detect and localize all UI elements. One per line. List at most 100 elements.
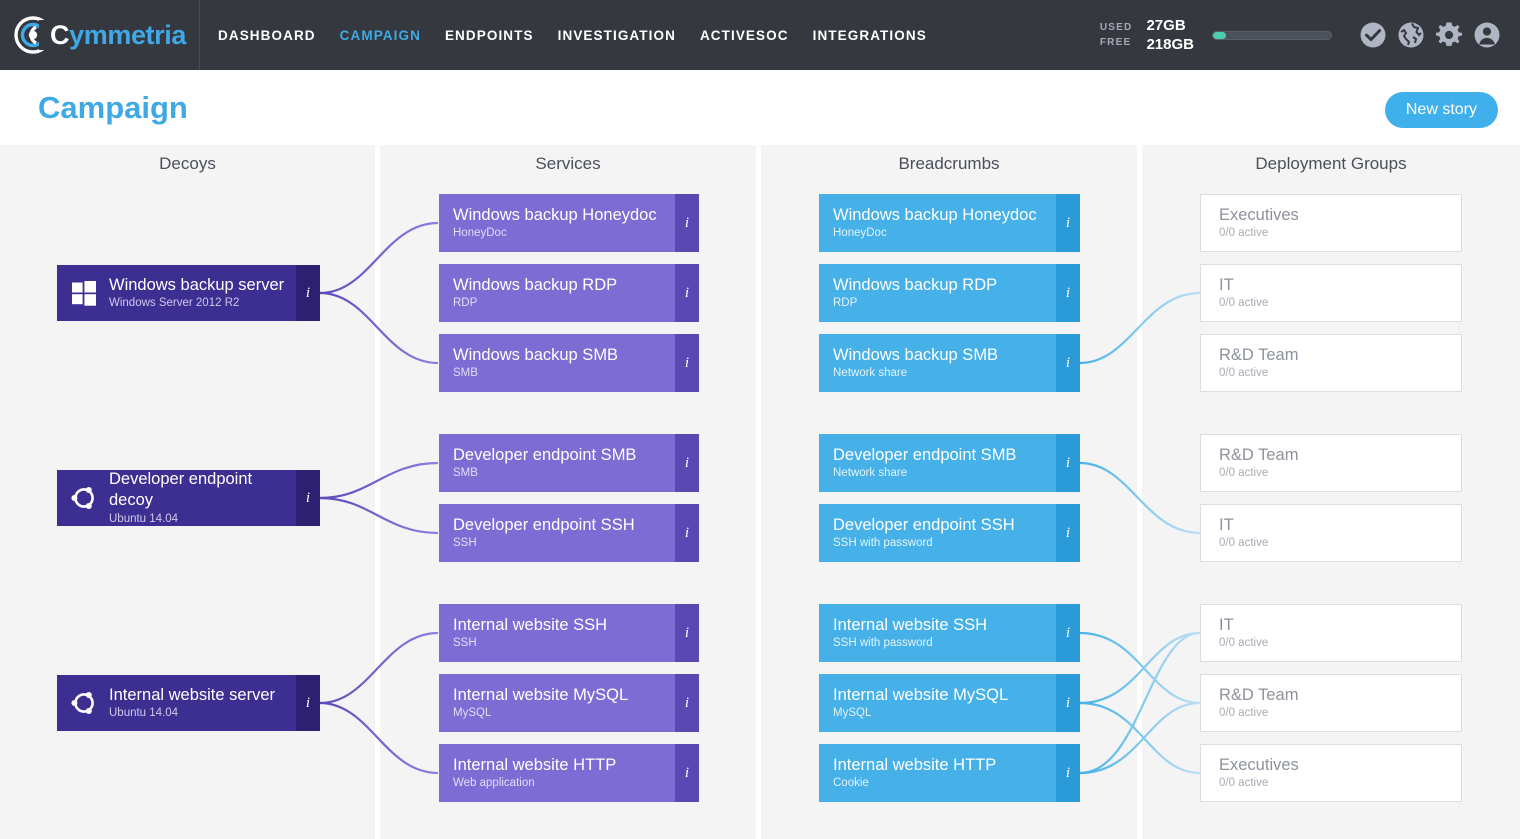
nav-item-investigation[interactable]: INVESTIGATION	[557, 27, 676, 43]
service-card-title: Windows backup RDP	[453, 275, 618, 294]
storage-used-label: USED	[1099, 22, 1133, 33]
deployment-group-card[interactable]: IT 0/0 active	[1200, 264, 1462, 322]
main-nav: DASHBOARD CAMPAIGN ENDPOINTS INVESTIGATI…	[218, 28, 927, 43]
service-card-title: Windows backup Honeydoc	[453, 205, 657, 224]
decoy-info-button[interactable]: i	[296, 470, 320, 526]
breadcrumb-info-button[interactable]: i	[1056, 604, 1080, 662]
deployment-group-body: R&D Team 0/0 active	[1201, 675, 1461, 731]
breadcrumb-card[interactable]: Internal website HTTP Cookie i	[819, 744, 1080, 802]
deployment-group-texts: IT 0/0 active	[1219, 615, 1268, 652]
decoy-card-title: Developer endpoint decoy	[109, 470, 253, 510]
decoy-info-button[interactable]: i	[296, 265, 320, 321]
decoy-card-subtitle: Windows Server 2012 R2	[109, 297, 240, 310]
breadcrumb-card[interactable]: Windows backup RDP RDP i	[819, 264, 1080, 322]
deployment-group-status: 0/0 active	[1219, 367, 1269, 380]
service-info-button[interactable]: i	[675, 264, 699, 322]
breadcrumb-card[interactable]: Windows backup Honeydoc HoneyDoc i	[819, 194, 1080, 252]
service-card-texts: Internal website HTTP Web application	[453, 755, 616, 792]
deployment-group-body: R&D Team 0/0 active	[1201, 435, 1461, 491]
deployment-group-card[interactable]: Executives 0/0 active	[1200, 194, 1462, 252]
deployment-group-card[interactable]: Executives 0/0 active	[1200, 744, 1462, 802]
nav-item-activesoc[interactable]: ACTIVESOC	[699, 27, 789, 43]
deployment-group-texts: IT 0/0 active	[1219, 515, 1268, 552]
breadcrumb-card-body: Internal website SSH SSH with password	[819, 604, 1056, 662]
decoy-card[interactable]: Internal website server Ubuntu 14.04 i	[57, 675, 320, 731]
globe-icon[interactable]	[1396, 20, 1426, 50]
gear-icon[interactable]	[1434, 20, 1464, 50]
breadcrumb-card-title: Windows backup SMB	[833, 345, 999, 364]
service-card[interactable]: Windows backup Honeydoc HoneyDoc i	[439, 194, 699, 252]
page-title-bar: Campaign	[0, 70, 1520, 145]
breadcrumb-info-button[interactable]: i	[1056, 264, 1080, 322]
breadcrumb-card-subtitle: Network share	[833, 467, 908, 480]
decoy-card-texts: Internal website server Ubuntu 14.04	[109, 685, 275, 722]
service-card-body: Developer endpoint SSH SSH	[439, 504, 675, 562]
breadcrumb-card[interactable]: Developer endpoint SSH SSH with password…	[819, 504, 1080, 562]
deployment-group-title: IT	[1219, 275, 1234, 294]
service-card[interactable]: Developer endpoint SSH SSH i	[439, 504, 699, 562]
breadcrumb-card-body: Windows backup Honeydoc HoneyDoc	[819, 194, 1056, 252]
service-card[interactable]: Windows backup SMB SMB i	[439, 334, 699, 392]
breadcrumb-card-texts: Internal website SSH SSH with password	[833, 615, 987, 652]
column-header-breadcrumbs: Breadcrumbs	[898, 154, 1000, 173]
deployment-group-card[interactable]: IT 0/0 active	[1200, 504, 1462, 562]
new-story-button[interactable]: New story	[1384, 92, 1498, 128]
deployment-group-card[interactable]: R&D Team 0/0 active	[1200, 334, 1462, 392]
service-card-texts: Developer endpoint SMB SMB	[453, 445, 636, 482]
deployment-group-card[interactable]: R&D Team 0/0 active	[1200, 434, 1462, 492]
decoy-card[interactable]: Developer endpoint decoy Ubuntu 14.04 i	[57, 470, 320, 526]
nav-item-endpoints[interactable]: ENDPOINTS	[444, 27, 534, 43]
top-navigation-bar: Cymmetria DASHBOARD CAMPAIGN ENDPOINTS I…	[0, 0, 1520, 70]
deployment-group-card[interactable]: IT 0/0 active	[1200, 604, 1462, 662]
service-card[interactable]: Developer endpoint SMB SMB i	[439, 434, 699, 492]
service-card-subtitle: HoneyDoc	[453, 227, 507, 240]
breadcrumb-info-button[interactable]: i	[1056, 334, 1080, 392]
service-card-texts: Internal website SSH SSH	[453, 615, 607, 652]
breadcrumb-card-texts: Developer endpoint SSH SSH with password	[833, 515, 1015, 552]
deployment-group-card[interactable]: R&D Team 0/0 active	[1200, 674, 1462, 732]
brand-name: Cymmetria	[50, 20, 186, 51]
breadcrumb-info-button[interactable]: i	[1056, 434, 1080, 492]
service-card[interactable]: Windows backup RDP RDP i	[439, 264, 699, 322]
deployment-group-title: Executives	[1219, 755, 1299, 774]
decoy-card-title: Internal website server	[109, 685, 275, 704]
nav-item-integrations[interactable]: INTEGRATIONS	[812, 27, 927, 43]
breadcrumb-card-subtitle: Cookie	[833, 777, 869, 790]
decoy-card[interactable]: Windows backup server Windows Server 201…	[57, 265, 320, 321]
service-card-body: Internal website SSH SSH	[439, 604, 675, 662]
deployment-group-title: R&D Team	[1219, 445, 1299, 464]
service-info-button[interactable]: i	[675, 334, 699, 392]
nav-item-dashboard[interactable]: DASHBOARD	[218, 27, 316, 43]
breadcrumb-info-button[interactable]: i	[1056, 194, 1080, 252]
decoy-card-body: Internal website server Ubuntu 14.04	[57, 675, 296, 731]
breadcrumb-info-button[interactable]: i	[1056, 674, 1080, 732]
nav-item-campaign[interactable]: CAMPAIGN	[339, 27, 421, 43]
breadcrumb-info-button[interactable]: i	[1056, 744, 1080, 802]
user-account-icon[interactable]	[1472, 20, 1502, 50]
service-card[interactable]: Internal website HTTP Web application i	[439, 744, 699, 802]
service-card[interactable]: Internal website SSH SSH i	[439, 604, 699, 662]
breadcrumb-card[interactable]: Developer endpoint SMB Network share i	[819, 434, 1080, 492]
campaign-board: Decoys Services Breadcrumbs Deployment G…	[0, 145, 1520, 839]
deployment-group-body: Executives 0/0 active	[1201, 745, 1461, 801]
service-info-button[interactable]: i	[675, 674, 699, 732]
service-info-button[interactable]: i	[675, 194, 699, 252]
brand-logo[interactable]: Cymmetria	[0, 0, 200, 70]
deployment-group-body: IT 0/0 active	[1201, 505, 1461, 561]
service-info-button[interactable]: i	[675, 744, 699, 802]
breadcrumb-info-button[interactable]: i	[1056, 504, 1080, 562]
breadcrumb-card[interactable]: Windows backup SMB Network share i	[819, 334, 1080, 392]
breadcrumb-card[interactable]: Internal website SSH SSH with password i	[819, 604, 1080, 662]
deployment-group-body: IT 0/0 active	[1201, 265, 1461, 321]
check-circle-icon[interactable]	[1358, 20, 1388, 50]
service-card-body: Internal website MySQL MySQL	[439, 674, 675, 732]
service-card[interactable]: Internal website MySQL MySQL i	[439, 674, 699, 732]
service-info-button[interactable]: i	[675, 434, 699, 492]
service-info-button[interactable]: i	[675, 504, 699, 562]
deployment-group-texts: R&D Team 0/0 active	[1219, 345, 1298, 382]
breadcrumb-card-body: Developer endpoint SMB Network share	[819, 434, 1056, 492]
decoy-info-button[interactable]: i	[296, 675, 320, 731]
breadcrumb-card[interactable]: Internal website MySQL MySQL i	[819, 674, 1080, 732]
service-info-button[interactable]: i	[675, 604, 699, 662]
breadcrumb-card-title: Windows backup Honeydoc	[833, 205, 1037, 224]
